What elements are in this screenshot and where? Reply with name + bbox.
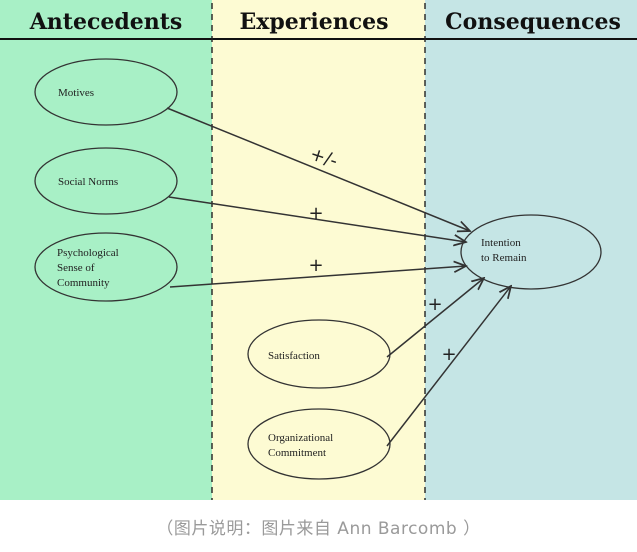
column-bg-antecedents [0,0,212,500]
edge-motives-to-intention [166,107,470,231]
diagram-canvas: Antecedents Experiences Consequences +/-… [0,0,637,500]
figure-caption: （图片说明：图片来自 Ann Barcomb ） [156,519,481,539]
node-intention-to-remain: Intention to Remain [460,214,602,290]
column-bg-consequences [425,0,637,500]
edge-social-norms-to-intention [168,196,466,242]
edge-satisfaction-to-intention [386,278,484,358]
node-organizational-commitment: Organizational Commitment [247,408,391,480]
node-label-organizational-commitment: Organizational Commitment [268,432,336,459]
node-label-motives: Motives [58,87,94,99]
node-label-satisfaction: Satisfaction [268,350,320,362]
edge-sign-satisfaction: + [427,294,442,315]
column-title-antecedents: Antecedents [29,9,183,35]
edge-sign-social-norms: + [308,203,323,224]
edges-layer: +/-++++ [166,107,511,447]
node-label-psychological-sense-of-community: Psychological Sense of Community [57,247,121,289]
edge-sign-psych-sense: + [308,255,323,276]
column-title-consequences: Consequences [445,9,621,35]
node-motives: Motives [34,58,178,126]
edge-psych-sense-to-intention [169,266,466,288]
edge-org-commitment-to-intention [386,286,511,447]
node-satisfaction: Satisfaction [247,319,391,389]
node-label-social-norms: Social Norms [58,176,118,188]
node-label-intention-to-remain: Intention to Remain [481,237,527,264]
node-social-norms: Social Norms [34,147,178,215]
column-title-experiences: Experiences [240,9,389,35]
edge-sign-org-commitment: + [441,344,456,365]
column-bg-experiences [212,0,425,500]
node-psychological-sense-of-community: Psychological Sense of Community [34,232,178,302]
